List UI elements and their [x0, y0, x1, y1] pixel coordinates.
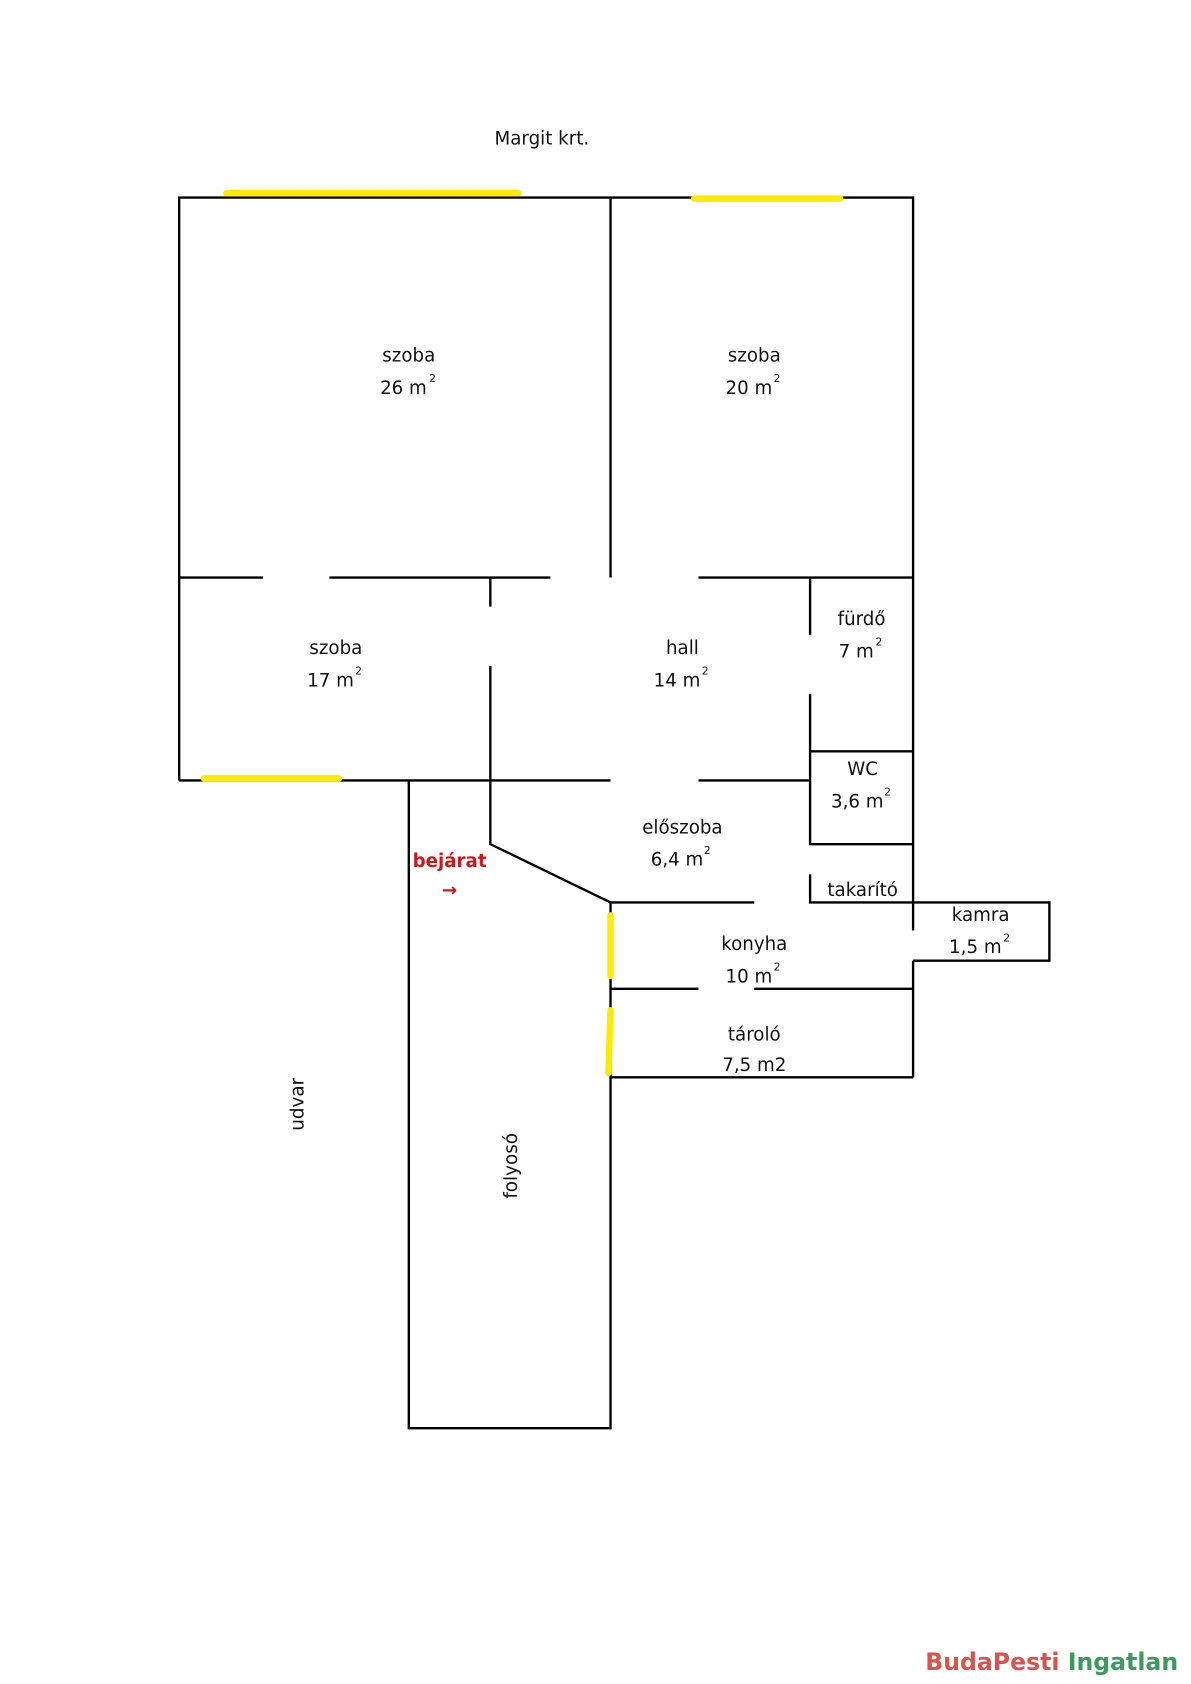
unit-sup: 2: [1003, 931, 1010, 944]
windows: [200, 189, 844, 1077]
room-name: szoba: [728, 346, 781, 367]
unit-sup: 2: [702, 665, 709, 678]
unit-sup: 2: [774, 372, 781, 385]
courtyard-label: udvar: [288, 1077, 309, 1130]
room-furdo: fürdő 7 m 2: [838, 609, 886, 662]
unit-sup: 2: [774, 960, 781, 973]
room-wc: WC 3,6 m 2: [831, 759, 891, 812]
room-area: 20 m: [726, 378, 773, 399]
window: [605, 1007, 614, 1077]
room-eloszoba: előszoba 6,4 m 2: [642, 817, 722, 870]
entrance-label: bejárat: [413, 851, 487, 872]
logo: BudaPesti Ingatlan: [925, 1648, 1178, 1676]
room-szoba-20: szoba 20 m 2: [726, 346, 781, 399]
room-szoba-17: szoba 17 m 2: [307, 638, 362, 691]
wall-corridor: [407, 780, 612, 1430]
room-name: fürdő: [838, 609, 886, 630]
logo-part1: BudaPesti: [925, 1648, 1059, 1676]
room-area: 14 m: [654, 671, 701, 692]
room-name: kamra: [952, 905, 1010, 926]
wall-x457: [489, 577, 612, 904]
room-name: szoba: [382, 346, 435, 367]
room-konyha: konyha 10 m 2: [721, 934, 787, 987]
room-name: előszoba: [642, 817, 722, 838]
room-area: 7,5 m2: [722, 1055, 786, 1076]
logo-part2: Ingatlan: [1059, 1648, 1178, 1676]
room-szoba-26: szoba 26 m 2: [380, 346, 436, 399]
unit-sup: 2: [704, 844, 711, 857]
room-area: 17 m: [307, 671, 354, 692]
room-name: konyha: [721, 934, 787, 955]
room-area: 1,5 m: [949, 937, 1002, 958]
wall-x755: [808, 577, 1051, 962]
room-area: 6,4 m: [651, 850, 704, 871]
arrow-right-icon: →: [442, 880, 457, 901]
unit-sup: 2: [876, 636, 883, 649]
unit-sup: 2: [429, 372, 436, 385]
room-name: tároló: [728, 1025, 781, 1046]
room-tarolo: tároló 7,5 m2: [722, 1025, 786, 1076]
room-name: szoba: [309, 638, 362, 659]
walls: [178, 196, 1051, 1430]
corridor-label: folyosó: [501, 1133, 522, 1199]
street-label: Margit krt.: [495, 129, 590, 150]
room-hall: hall 14 m 2: [654, 638, 709, 691]
room-area: 10 m: [726, 966, 773, 987]
room-takarito: takarító: [827, 880, 898, 901]
room-area: 26 m: [380, 378, 427, 399]
wall-kitchen: [610, 901, 914, 1079]
outer-wall: [178, 196, 915, 1078]
unit-sup: 2: [355, 665, 362, 678]
unit-sup: 2: [884, 786, 891, 799]
room-name: WC: [847, 759, 878, 780]
room-area: 7 m: [839, 641, 874, 662]
entrance-marker: bejárat →: [413, 851, 487, 901]
room-kamra: kamra 1,5 m 2: [949, 905, 1010, 958]
room-name: hall: [666, 638, 699, 659]
room-area: 3,6 m: [831, 791, 884, 812]
